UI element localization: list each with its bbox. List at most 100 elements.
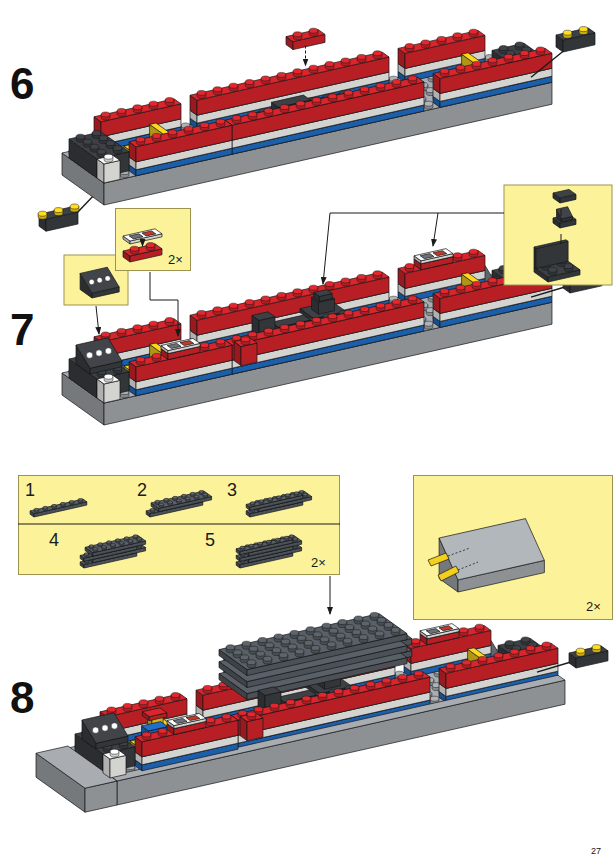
brick-end xyxy=(534,247,536,269)
stud-top xyxy=(341,58,350,63)
stud-top xyxy=(320,637,329,642)
stud-top xyxy=(563,30,572,35)
brick-top xyxy=(36,746,117,788)
stud-top xyxy=(361,621,370,626)
stud-top xyxy=(146,243,155,248)
substep-number: 5 xyxy=(205,531,215,549)
stud-top xyxy=(325,62,334,67)
stud-top xyxy=(293,69,302,74)
stud-top xyxy=(472,61,481,66)
stud-top xyxy=(142,732,151,737)
slope-face xyxy=(80,267,119,293)
callout-box: 2× xyxy=(413,475,613,620)
stud-top xyxy=(247,712,256,717)
stud-top xyxy=(54,208,63,213)
brick-top xyxy=(553,189,576,198)
stud-top xyxy=(232,115,241,120)
stud-top xyxy=(139,700,148,705)
stud-top xyxy=(245,80,254,85)
stud-top xyxy=(408,76,417,81)
stud-top xyxy=(229,83,238,88)
stud-top xyxy=(256,651,265,656)
stud-top xyxy=(76,134,85,139)
stud-top xyxy=(272,648,281,653)
stud-top xyxy=(229,303,238,308)
stud-side xyxy=(557,261,566,267)
slope-end xyxy=(80,273,92,298)
callout-panel xyxy=(504,185,612,285)
stud-top xyxy=(286,700,295,705)
stud-top xyxy=(469,29,478,34)
placement-arrow xyxy=(305,46,306,66)
stud-top xyxy=(328,314,337,319)
stud-top xyxy=(548,267,557,272)
stud-side xyxy=(146,245,155,251)
brick-top xyxy=(556,28,595,40)
brick-end xyxy=(553,218,560,228)
stud-top xyxy=(277,292,286,297)
stud-top xyxy=(203,685,212,690)
stud-top xyxy=(117,328,126,333)
stud-top xyxy=(155,696,164,701)
stud-top xyxy=(165,98,174,103)
stud-top xyxy=(106,141,115,146)
brick-top xyxy=(225,297,424,345)
stud-top xyxy=(245,300,254,305)
brick-top xyxy=(286,29,325,41)
stud-top xyxy=(357,54,366,59)
stud-top xyxy=(281,639,290,644)
stud-top xyxy=(576,648,585,653)
stud-top xyxy=(258,638,267,643)
brick-top xyxy=(420,624,459,636)
brick-top xyxy=(225,77,424,125)
tile-print xyxy=(142,231,156,236)
brick-side xyxy=(560,219,576,228)
stud-top xyxy=(536,47,545,52)
slope-face xyxy=(557,207,573,219)
quantity-label: 2× xyxy=(311,556,326,569)
stud-top xyxy=(171,693,180,698)
stud-top xyxy=(83,139,92,144)
stud-top xyxy=(453,33,462,38)
brick-top xyxy=(569,646,608,658)
stud-top xyxy=(149,321,158,326)
gauge-print xyxy=(86,352,92,358)
gauge-print xyxy=(105,276,110,281)
stud-top xyxy=(325,282,334,287)
stud-top xyxy=(117,108,126,113)
stud-top xyxy=(279,653,288,658)
stud-top xyxy=(254,707,263,712)
stud-top xyxy=(249,646,258,651)
stud-top xyxy=(297,635,306,640)
stud-top xyxy=(336,633,345,638)
coupling-bar xyxy=(531,287,567,298)
brick-side xyxy=(130,234,162,244)
stud-top xyxy=(354,616,363,621)
brick-side xyxy=(548,270,580,282)
stud-top xyxy=(226,645,235,650)
stud-top xyxy=(104,154,113,159)
stud-top xyxy=(343,638,352,643)
stud-top xyxy=(280,325,289,330)
stud-top xyxy=(542,642,551,647)
stud-top xyxy=(238,710,247,715)
stud-top xyxy=(261,76,270,81)
stud-top xyxy=(264,108,273,113)
stud-top xyxy=(521,637,530,642)
slope-face xyxy=(82,713,128,744)
brick-side xyxy=(232,82,424,140)
stud-top xyxy=(370,612,379,617)
stud-top xyxy=(504,54,513,59)
stud-top xyxy=(38,211,47,216)
stud-top xyxy=(360,307,369,312)
coupling-bar xyxy=(537,662,573,673)
placement-arrow xyxy=(142,240,143,246)
stud-top xyxy=(345,625,354,630)
stud-top xyxy=(392,79,401,84)
stud-top xyxy=(197,310,206,315)
stud-top xyxy=(373,271,382,276)
stud-top xyxy=(421,40,430,45)
tile-print xyxy=(173,718,187,723)
stud-top xyxy=(440,289,449,294)
